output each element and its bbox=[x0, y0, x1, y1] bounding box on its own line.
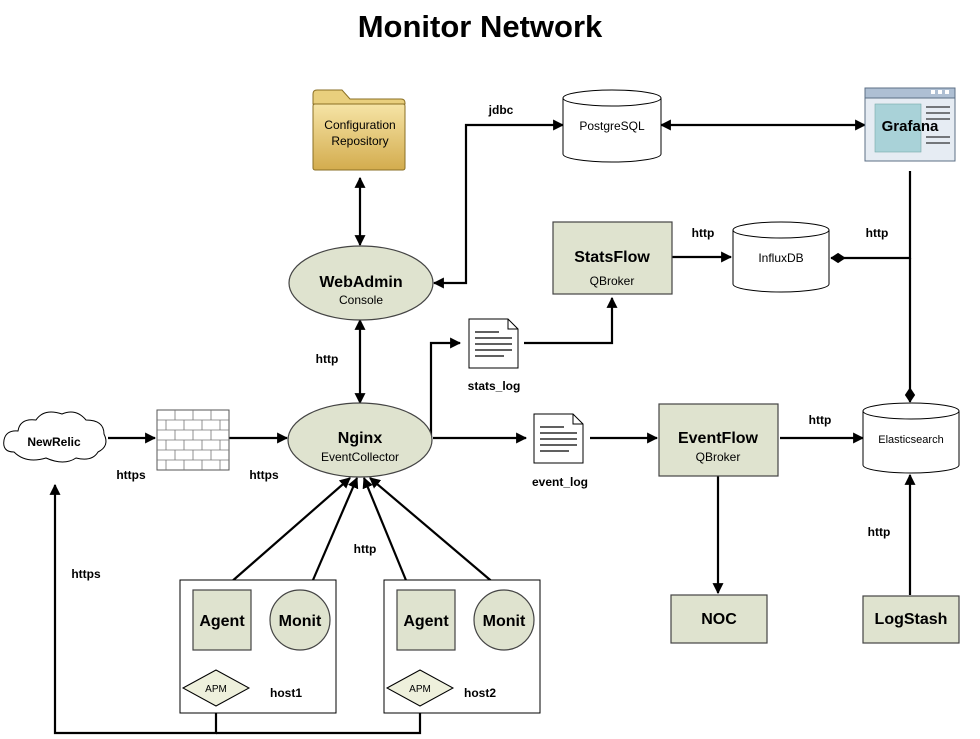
cloud-icon bbox=[3, 411, 107, 463]
noc-label: NOC bbox=[701, 611, 737, 628]
eventflow-sublabel: QBroker bbox=[696, 450, 741, 464]
grafana-node: Grafana bbox=[864, 87, 956, 162]
connectors bbox=[49, 119, 916, 735]
eventflow-node: EventFlow QBroker bbox=[658, 403, 779, 477]
edge-host2-apm-join bbox=[216, 706, 422, 735]
edge-label-http-webadmin: http bbox=[316, 352, 339, 366]
host2-agent-label: Agent bbox=[403, 613, 449, 630]
host1-label: host1 bbox=[270, 686, 302, 700]
edge-webadmin-postgres bbox=[432, 119, 565, 289]
nginx-node: Nginx EventCollector bbox=[287, 402, 433, 478]
influxdb-label: InfluxDB bbox=[758, 251, 803, 265]
edge-label-http-statsflow: http bbox=[692, 226, 715, 240]
folder-icon bbox=[312, 89, 406, 105]
statsflow-shape bbox=[552, 221, 673, 295]
statsflow-sublabel: QBroker bbox=[590, 274, 635, 288]
postgresql-node: PostgreSQL bbox=[562, 89, 662, 163]
window-button-icon bbox=[938, 90, 942, 94]
edge-grafana-influxdb bbox=[830, 171, 912, 264]
nginx-shape bbox=[287, 402, 433, 478]
folder-body bbox=[312, 103, 406, 171]
window-button-icon bbox=[945, 90, 949, 94]
webadmin-shape bbox=[288, 245, 434, 321]
host2-monit-shape bbox=[473, 589, 535, 651]
nginx-label: Nginx bbox=[338, 430, 383, 447]
edge-label-http-logstash: http bbox=[868, 525, 891, 539]
elasticsearch-node: Elasticsearch bbox=[862, 402, 960, 474]
window-button-icon bbox=[931, 90, 935, 94]
edge-apm-newrelic bbox=[49, 483, 218, 735]
firewall-node bbox=[156, 409, 230, 471]
edge-label-http-hosts: http bbox=[354, 542, 377, 556]
edge-label-https-newrelic: https bbox=[116, 468, 146, 482]
logstash-shape bbox=[862, 595, 960, 644]
postgresql-label: PostgreSQL bbox=[579, 119, 645, 133]
edge-label-http-eventflow: http bbox=[809, 413, 832, 427]
window-titlebar bbox=[864, 87, 956, 99]
config-repository-node: Configuration Repository bbox=[312, 89, 406, 171]
statsflow-node: StatsFlow QBroker bbox=[552, 221, 673, 295]
nginx-sublabel: EventCollector bbox=[321, 450, 399, 464]
host1-agent-shape bbox=[192, 589, 252, 651]
host2-apm-shape bbox=[385, 669, 455, 707]
edge-label-https-apm: https bbox=[71, 567, 101, 581]
database-top bbox=[732, 221, 830, 239]
config-repository-label-line1: Configuration bbox=[324, 118, 395, 132]
host1-agent-label: Agent bbox=[199, 613, 245, 630]
host1-node: Agent Monit APM host1 bbox=[179, 579, 337, 714]
diagram-title: Monitor Network bbox=[358, 9, 603, 44]
edge-host2-agent-nginx bbox=[362, 476, 412, 591]
event-log-node: event_log bbox=[532, 413, 588, 489]
firewall-bricks bbox=[157, 410, 229, 470]
influxdb-node: InfluxDB bbox=[732, 221, 830, 293]
host1-monit-label: Monit bbox=[279, 613, 322, 630]
eventflow-label: EventFlow bbox=[678, 430, 759, 447]
database-top bbox=[562, 89, 662, 107]
edge-label-https-firewall: https bbox=[249, 468, 279, 482]
newrelic-label: NewRelic bbox=[27, 435, 81, 449]
statsflow-label: StatsFlow bbox=[574, 249, 650, 266]
eventflow-shape bbox=[658, 403, 779, 477]
edge-host2-monit-nginx bbox=[369, 477, 503, 591]
host2-agent-shape bbox=[396, 589, 456, 651]
host2-monit-label: Monit bbox=[483, 613, 526, 630]
host1-monit-shape bbox=[269, 589, 331, 651]
host2-node: Agent Monit APM host2 bbox=[383, 579, 541, 714]
host2-label: host2 bbox=[464, 686, 496, 700]
webadmin-node: WebAdmin Console bbox=[288, 245, 434, 321]
noc-shape bbox=[670, 594, 768, 644]
stats-log-node: stats_log bbox=[468, 318, 521, 393]
edge-label-http-grafana: http bbox=[866, 226, 889, 240]
edge-host1-monit-nginx bbox=[311, 476, 359, 581]
config-repository-label-line2: Repository bbox=[331, 134, 388, 148]
edge-label-jdbc: jdbc bbox=[488, 103, 514, 117]
stats-log-label: stats_log bbox=[468, 379, 521, 393]
elasticsearch-label: Elasticsearch bbox=[878, 434, 943, 446]
host1-apm-shape bbox=[181, 669, 251, 707]
host1-apm-label: APM bbox=[205, 684, 227, 695]
event-log-label: event_log bbox=[532, 475, 588, 489]
grafana-label: Grafana bbox=[882, 118, 939, 135]
database-top bbox=[862, 402, 960, 420]
newrelic-node: NewRelic bbox=[3, 411, 107, 463]
edge-host1-agent-nginx bbox=[221, 477, 351, 591]
host2-apm-label: APM bbox=[409, 684, 431, 695]
database-icon bbox=[862, 411, 960, 474]
edge-labels: jdbc http http http https https http htt… bbox=[71, 103, 890, 581]
webadmin-label: WebAdmin bbox=[319, 274, 402, 291]
database-icon bbox=[732, 230, 830, 293]
logstash-label: LogStash bbox=[875, 611, 948, 628]
logstash-node: LogStash bbox=[862, 595, 960, 644]
edge-stats-log-statsflow bbox=[524, 296, 618, 345]
window-content-panel bbox=[874, 103, 922, 153]
webadmin-sublabel: Console bbox=[339, 293, 383, 307]
database-icon bbox=[562, 98, 662, 163]
edge-nginx-stats-log bbox=[429, 337, 462, 437]
noc-node: NOC bbox=[670, 594, 768, 644]
